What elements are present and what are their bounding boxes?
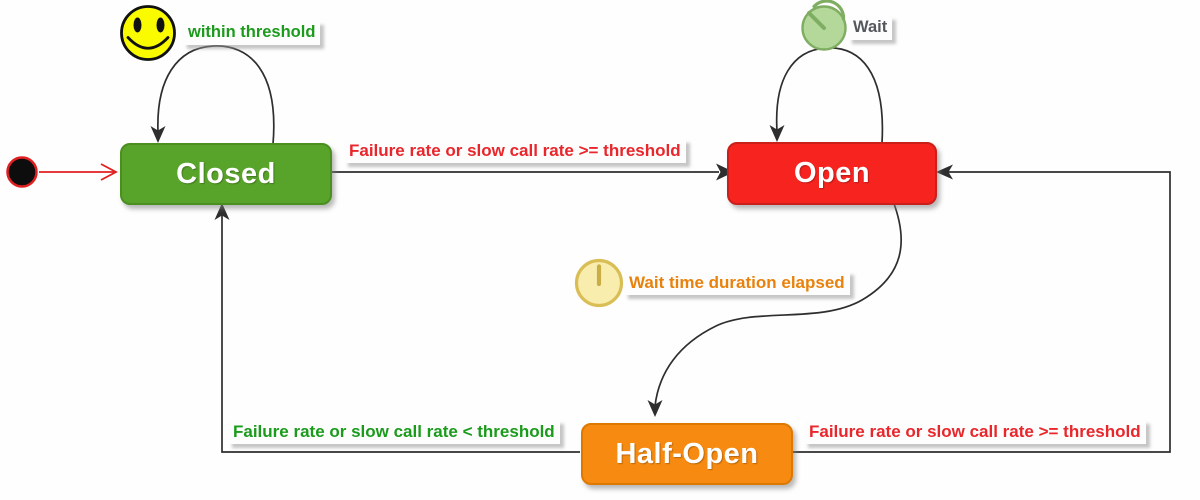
edge-initial-to-closed xyxy=(39,163,118,181)
label-wait: Wait xyxy=(848,16,893,40)
label-failure-rate-half-open-to-open: Failure rate or slow call rate >= thresh… xyxy=(804,420,1146,444)
initial-state-dot xyxy=(6,156,38,188)
smiley-face-icon xyxy=(120,5,176,61)
label-failure-rate-half-open-to-closed: Failure rate or slow call rate < thresho… xyxy=(228,420,560,444)
label-failure-rate-closed-to-open: Failure rate or slow call rate >= thresh… xyxy=(344,139,686,163)
label-wait-time-duration-elapsed: Wait time duration elapsed xyxy=(624,271,850,295)
edge-closed-self-loop xyxy=(150,45,275,145)
state-open: Open xyxy=(727,142,937,205)
label-within-threshold: within threshold xyxy=(183,21,321,45)
edge-closed-to-open xyxy=(330,163,734,181)
timer-green-icon xyxy=(801,0,847,51)
edge-open-to-half-open xyxy=(647,200,903,417)
edge-open-self-loop xyxy=(769,47,884,144)
clock-yellow-icon xyxy=(574,258,624,308)
state-half-open: Half-Open xyxy=(581,423,793,485)
edge-half-open-to-open xyxy=(791,164,1171,453)
edge-half-open-to-closed xyxy=(214,203,580,453)
state-closed: Closed xyxy=(120,143,332,205)
